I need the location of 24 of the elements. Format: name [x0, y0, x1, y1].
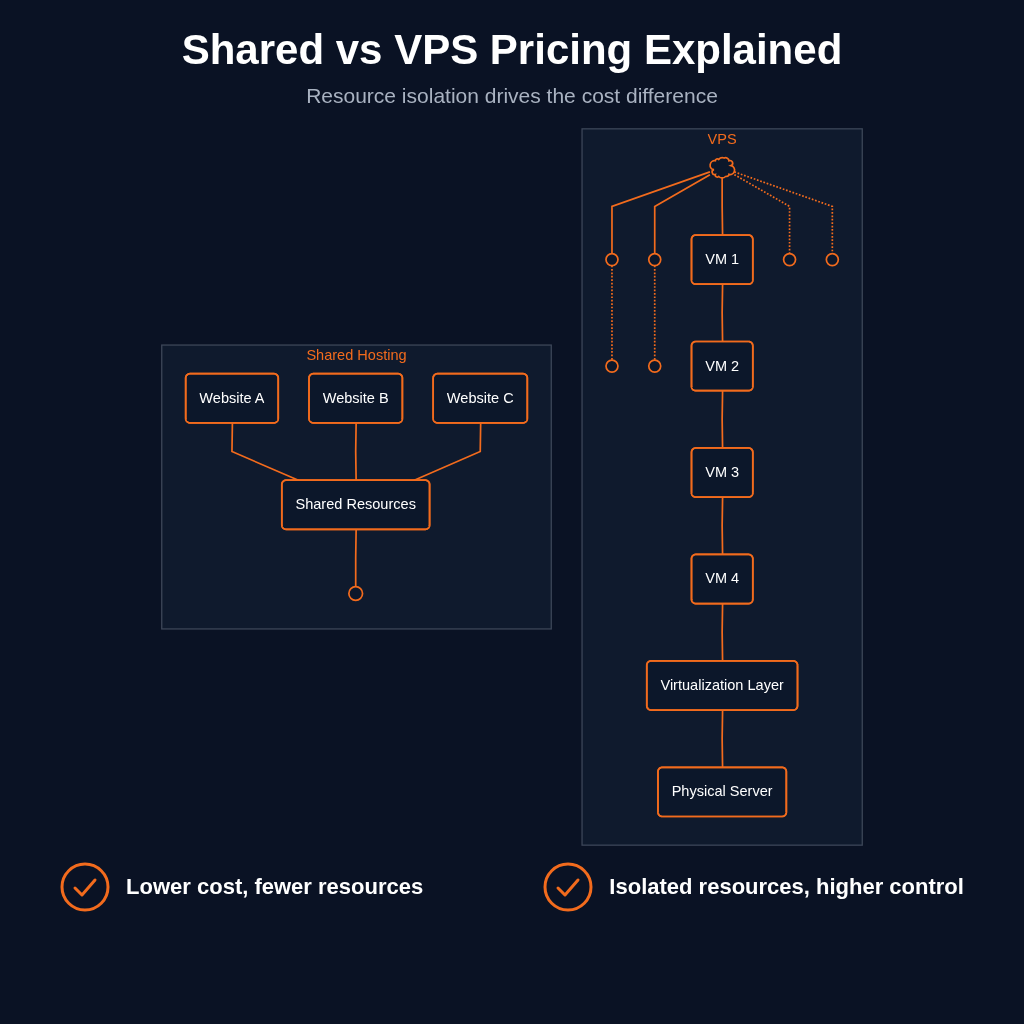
connector	[721, 709, 724, 769]
node-cloud	[709, 156, 736, 179]
connector	[653, 264, 656, 361]
node-circle	[825, 252, 840, 267]
node-circle	[647, 359, 662, 373]
connector	[721, 283, 724, 343]
benefit-note: Isolated resources, higher control	[609, 874, 964, 900]
node-circle	[348, 585, 364, 602]
subtitle: Resource isolation drives the cost difference	[306, 84, 718, 108]
node-circle	[605, 359, 619, 373]
benefit-note: Lower cost, fewer resources	[126, 874, 424, 900]
connector	[611, 171, 711, 255]
connector	[721, 496, 724, 556]
node-circle	[647, 252, 662, 267]
connector	[733, 171, 834, 255]
connector	[653, 173, 711, 255]
connector	[354, 528, 357, 588]
node-circle	[605, 252, 619, 267]
connector	[354, 422, 357, 482]
connector	[721, 176, 724, 237]
node-circle	[782, 252, 797, 267]
connector	[611, 264, 613, 361]
connector	[733, 173, 791, 255]
title: Shared vs VPS Pricing Explained	[181, 26, 843, 74]
